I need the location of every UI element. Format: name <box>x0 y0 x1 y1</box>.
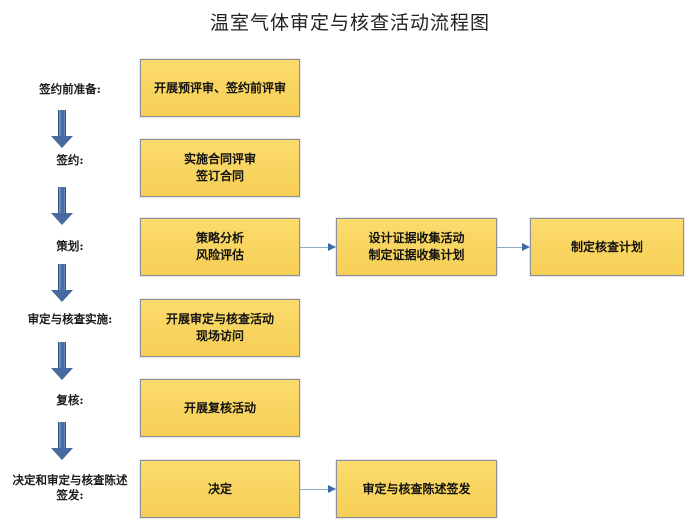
box-text-line: 现场访问 <box>195 329 244 343</box>
connector-arrow-strategy-to-evidence <box>300 243 336 252</box>
connector-arrow-evidence-to-verification <box>497 243 530 252</box>
box-text-line: 制定证据收集计划 <box>368 248 465 262</box>
process-box-contract-review[interactable]: 实施合同评审 签订合同 <box>140 139 300 197</box>
page-title: 温室气体审定与核查活动流程图 <box>209 12 490 34</box>
stage-label-line: 审定与核查实施: <box>27 312 113 326</box>
process-box-peer-review[interactable]: 开展复核活动 <box>140 379 300 437</box>
stage-label-line: 策划: <box>56 239 84 253</box>
box-text-line: 开展预评审、签约前评审 <box>153 80 286 95</box>
process-box-verification-plan[interactable]: 制定核查计划 <box>530 218 684 276</box>
stage-label-line: 签约前准备: <box>39 82 101 96</box>
stage-label-decision-issue: 决定和审定与核查陈述 签发: <box>0 473 140 503</box>
stage-label-line: 签约: <box>56 153 84 167</box>
box-text-line: 策略分析 <box>195 231 244 245</box>
box-text-line: 签订合同 <box>195 169 244 183</box>
down-arrow-review-to-decision <box>51 422 73 460</box>
stage-label-line: 签发: <box>56 488 84 502</box>
process-box-evidence-plan[interactable]: 设计证据收集活动 制定证据收集计划 <box>336 218 497 276</box>
down-arrow-planning-to-implementation <box>51 264 73 302</box>
down-arrow-pre-to-contract <box>51 110 73 148</box>
process-box-decision[interactable]: 决定 <box>140 460 300 518</box>
stage-label-contract: 签约: <box>0 153 140 168</box>
box-text-line: 制定核查计划 <box>570 239 643 254</box>
process-box-strategy-risk[interactable]: 策略分析 风险评估 <box>140 218 300 276</box>
process-box-onsite[interactable]: 开展审定与核查活动 现场访问 <box>140 299 300 357</box>
process-box-pre-review[interactable]: 开展预评审、签约前评审 <box>140 59 300 117</box>
stage-label-planning: 策划: <box>0 239 140 254</box>
box-text-line: 开展审定与核查活动 <box>165 312 274 326</box>
box-text-line: 风险评估 <box>195 248 244 262</box>
stage-label-line: 复核: <box>56 393 84 407</box>
box-text-line: 开展复核活动 <box>183 400 256 415</box>
stage-label-pre-contract: 签约前准备: <box>0 82 140 97</box>
process-box-statement-issue[interactable]: 审定与核查陈述签发 <box>336 460 497 518</box>
stage-label-review: 复核: <box>0 393 140 408</box>
box-text-line: 审定与核查陈述签发 <box>362 481 471 496</box>
box-text-line: 设计证据收集活动 <box>368 231 465 245</box>
down-arrow-implementation-to-review <box>51 342 73 380</box>
box-text-line: 决定 <box>207 481 232 496</box>
connector-arrow-decision-to-statement <box>300 485 336 494</box>
stage-label-line: 决定和审定与核查陈述 <box>12 473 128 487</box>
stage-label-implementation: 审定与核查实施: <box>0 312 140 327</box>
box-text-line: 实施合同评审 <box>183 152 256 166</box>
down-arrow-contract-to-planning <box>51 187 73 225</box>
